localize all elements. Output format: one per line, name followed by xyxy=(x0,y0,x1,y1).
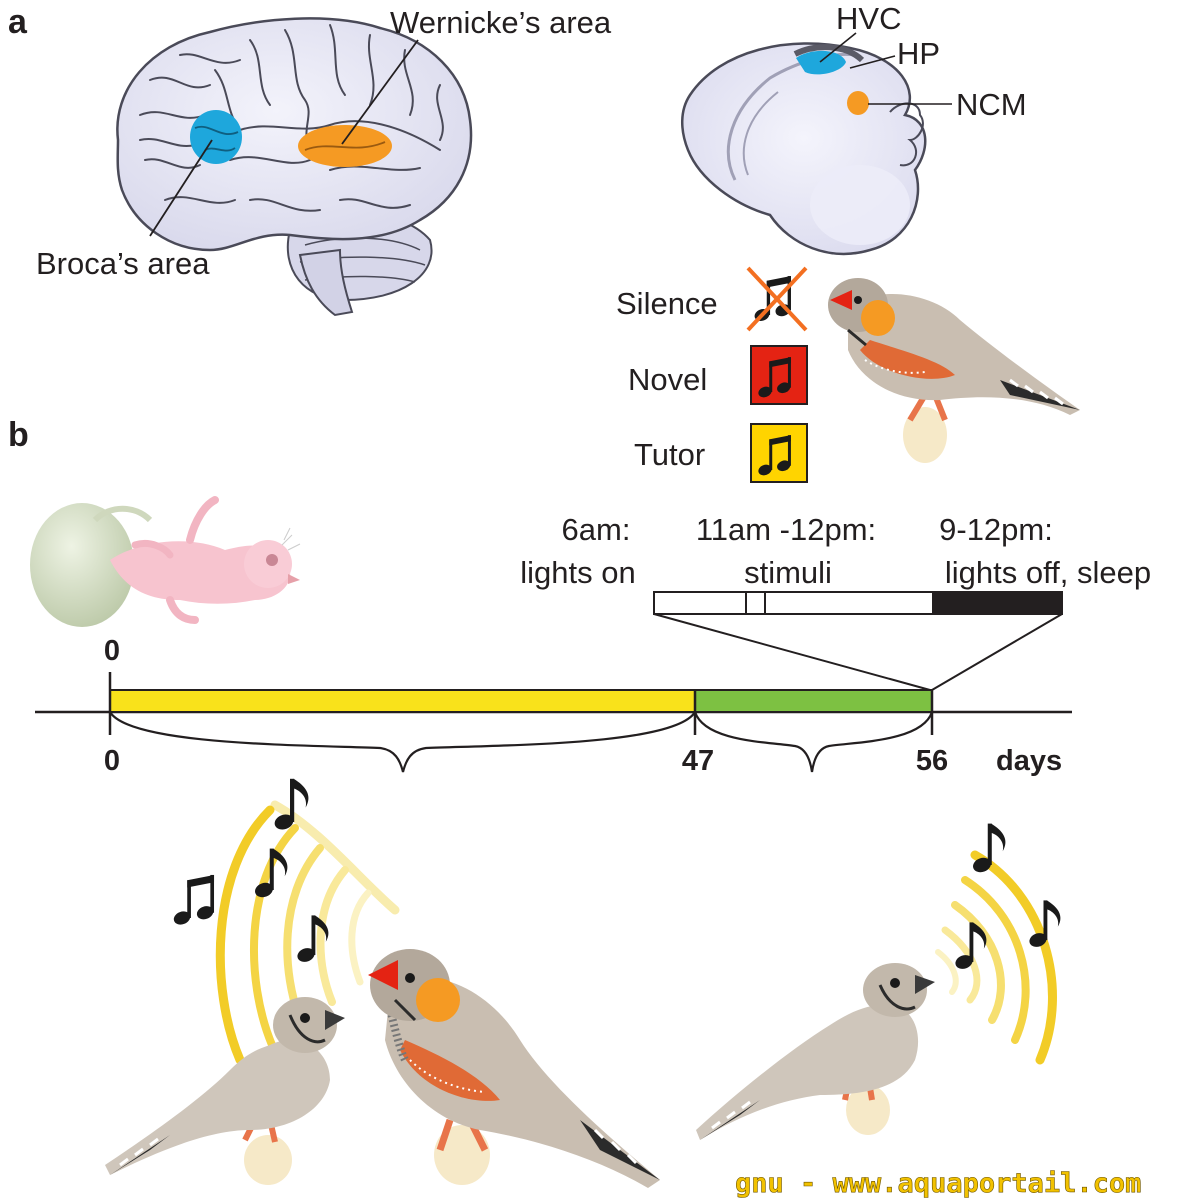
tutor-music-note-icon xyxy=(750,423,808,483)
music-note-icon xyxy=(171,874,216,927)
silence-label: Silence xyxy=(616,286,718,321)
tutor-label: Tutor xyxy=(634,437,705,472)
tick-label-47: 47 xyxy=(682,745,714,777)
juvenile-finch-right-illustration xyxy=(696,963,935,1140)
hp-leader-line xyxy=(849,55,896,69)
lights-off-label: lights off, sleep xyxy=(945,555,1151,590)
hatchling-illustration xyxy=(30,496,301,627)
zoom-line-left xyxy=(653,613,931,691)
hvc-leader-line xyxy=(819,32,857,63)
adult-male-finch-tutor-illustration xyxy=(368,949,660,1188)
novel-label: Novel xyxy=(628,362,707,397)
wernicke-area-marker xyxy=(298,125,392,167)
legend-male-finch-illustration xyxy=(828,278,1080,463)
phase-2-bar xyxy=(694,689,933,713)
bird-brain-illustration xyxy=(681,42,927,256)
novel-music-note-icon xyxy=(750,345,808,405)
tick-label-0: 0 xyxy=(104,745,120,777)
ncm-marker xyxy=(847,91,869,115)
broca-label: Broca’s area xyxy=(36,246,210,281)
sound-waves-right xyxy=(935,850,1057,1065)
watermark: gnu - www.aquaportail.com xyxy=(735,1168,1141,1199)
daily-schedule-bar xyxy=(653,591,1063,615)
brace-phase-1 xyxy=(109,711,696,773)
timeline-top-zero: 0 xyxy=(104,635,120,667)
panel-label-a: a xyxy=(8,3,28,41)
music-note-icon xyxy=(970,823,1006,875)
zoom-line-right xyxy=(931,613,1063,691)
human-brain-illustration xyxy=(116,17,473,317)
wernicke-leader-line xyxy=(341,39,419,145)
broca-leader-line xyxy=(149,139,213,237)
hvc-label: HVC xyxy=(836,1,901,36)
lights-on-time: 6am: xyxy=(562,512,631,547)
juvenile-finch-left-illustration xyxy=(105,997,345,1185)
music-note-icon xyxy=(252,848,288,900)
stimuli-label: stimuli xyxy=(744,555,832,590)
phase-1-bar xyxy=(109,689,696,713)
music-note-icon xyxy=(953,922,987,972)
lights-on-label: lights on xyxy=(520,555,635,590)
hvc-marker xyxy=(796,50,846,75)
panel-label-b: b xyxy=(8,416,29,454)
lights-off-time: 9-12pm: xyxy=(939,512,1053,547)
crossed-music-note-icon xyxy=(746,266,808,332)
ncm-label: NCM xyxy=(956,87,1027,122)
hp-label: HP xyxy=(897,36,940,71)
timeline-unit-label: days xyxy=(996,745,1062,777)
tick-label-56: 56 xyxy=(916,745,948,777)
wernicke-label: Wernicke’s area xyxy=(390,5,612,40)
stimuli-time: 11am -12pm: xyxy=(696,512,876,547)
brace-phase-2 xyxy=(693,711,934,773)
broca-area-marker xyxy=(190,110,242,164)
